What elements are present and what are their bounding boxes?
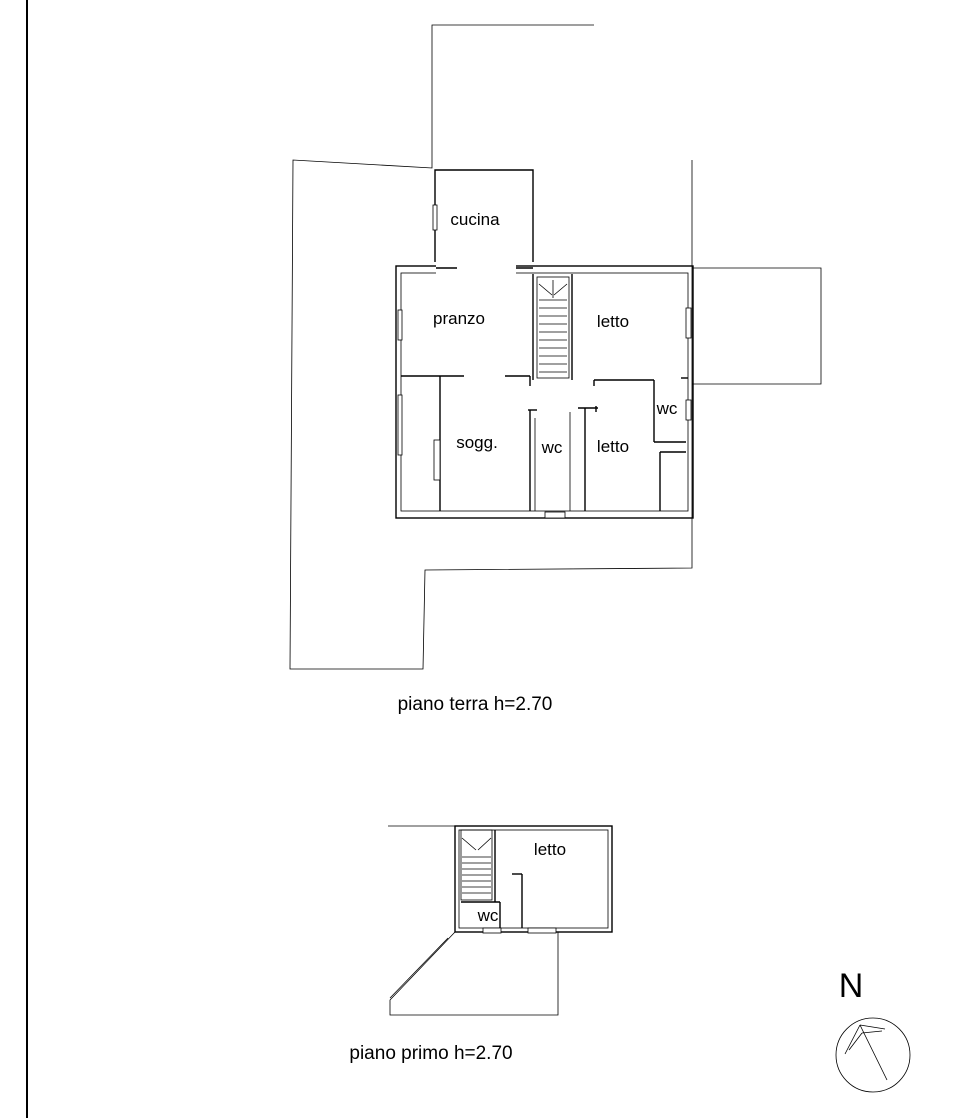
room-label-pranzo: pranzo [433, 309, 485, 328]
kitchen-window [432, 204, 438, 231]
room-label-wc: wc [541, 438, 563, 457]
compass-needle-icon [844, 1024, 888, 1081]
house-inner-wall [400, 272, 689, 512]
staircase [536, 276, 570, 379]
room-label-letto: letto [597, 312, 629, 331]
ground-floor-plan: cucina pranzo letto wc sogg. wc letto pi… [289, 24, 822, 715]
room-label-soggiorno: sogg. [456, 433, 498, 452]
west-window [397, 394, 403, 456]
pranzo-window [397, 309, 403, 341]
east-annex [692, 267, 822, 385]
room-label-wc: wc [656, 399, 678, 418]
terrace [389, 931, 559, 1016]
room-label-cucina: cucina [450, 210, 500, 229]
lot-boundary [289, 24, 693, 670]
wc-window [685, 399, 692, 421]
compass-circle [835, 1017, 911, 1093]
room-label-letto: letto [534, 840, 566, 859]
north-arrow: N [835, 967, 911, 1093]
stair-treads [538, 280, 568, 373]
first-floor-plan: letto wc piano primo h=2.70 [349, 825, 613, 1064]
room-label-wc: wc [477, 906, 499, 925]
first-floor-staircase [460, 829, 493, 901]
entrance-door [544, 511, 566, 519]
north-label: N [839, 967, 864, 1005]
ground-floor-caption: piano terra h=2.70 [398, 694, 553, 715]
sogg-window [433, 439, 441, 481]
letto-window [685, 307, 692, 339]
room-label-letto: letto [597, 437, 629, 456]
kitchen-opening [436, 264, 516, 274]
first-floor-caption: piano primo h=2.70 [349, 1043, 512, 1064]
